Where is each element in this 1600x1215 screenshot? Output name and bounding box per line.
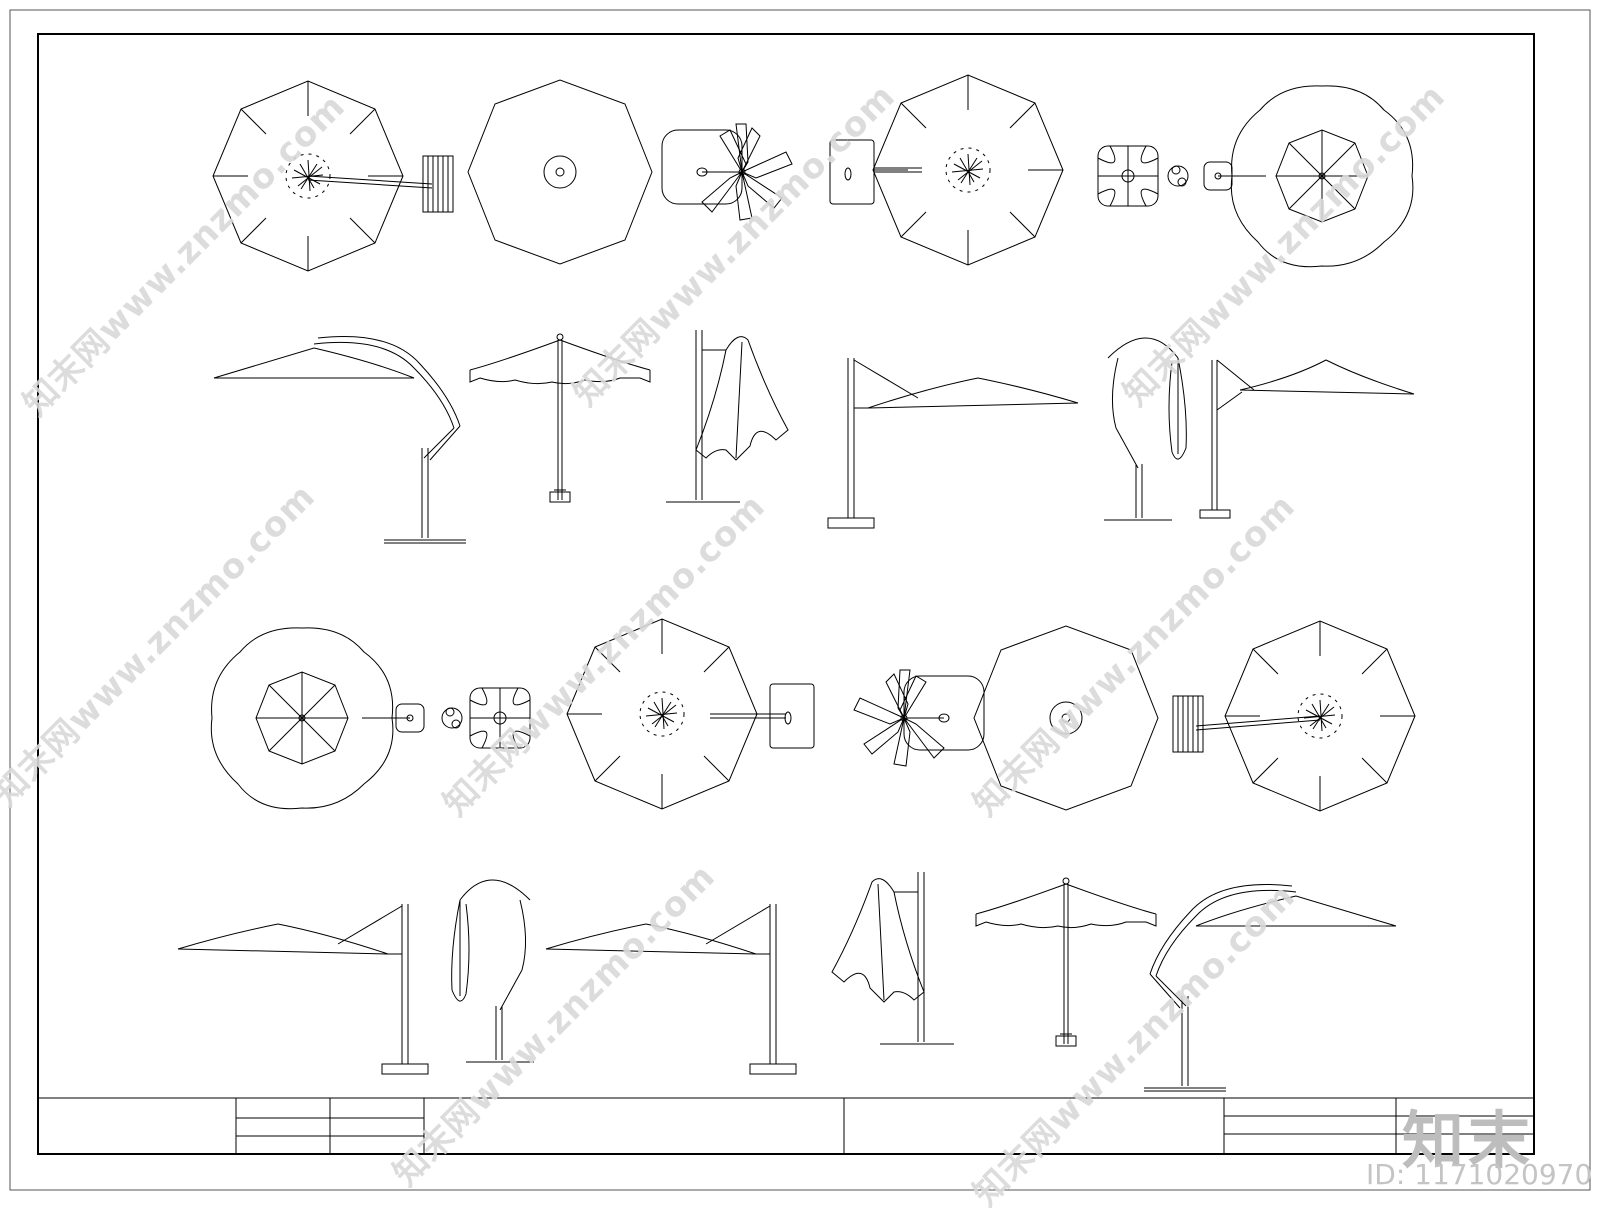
plan-cross-base-3 xyxy=(441,687,531,749)
plan-cross-base-1 xyxy=(1097,145,1189,207)
plan-cantilever-octagon-1 xyxy=(212,80,433,272)
plan-side-post-octagon-3 xyxy=(566,618,786,810)
plan-wood-base-1 xyxy=(422,155,454,213)
brand-logo: 知末 xyxy=(1402,1104,1535,1177)
plan-post-square-1 xyxy=(829,139,922,205)
plan-post-square-3 xyxy=(769,683,815,749)
title-block xyxy=(38,1097,1534,1154)
plan-center-pole-octagon-1 xyxy=(467,79,653,265)
plan-wood-base-3 xyxy=(1172,695,1204,753)
plan-small-canopy-1 xyxy=(1203,161,1266,191)
elev-sidepost-1 xyxy=(827,357,1079,529)
plan-small-square-3 xyxy=(362,703,425,733)
elev-folded-1 xyxy=(665,329,789,503)
elev-sidepost-2 xyxy=(177,903,429,1075)
outer-frame xyxy=(9,9,1591,1191)
inner-border xyxy=(37,33,1535,1155)
plan-cantilever-octagon-3 xyxy=(1195,620,1416,812)
elev-folded-2 xyxy=(831,871,955,1045)
plan-folded-umbrella-3 xyxy=(853,669,985,767)
elev-sidepost-small-1 xyxy=(1199,359,1415,519)
image-id-label: ID: 1171020970 xyxy=(1366,1158,1593,1191)
